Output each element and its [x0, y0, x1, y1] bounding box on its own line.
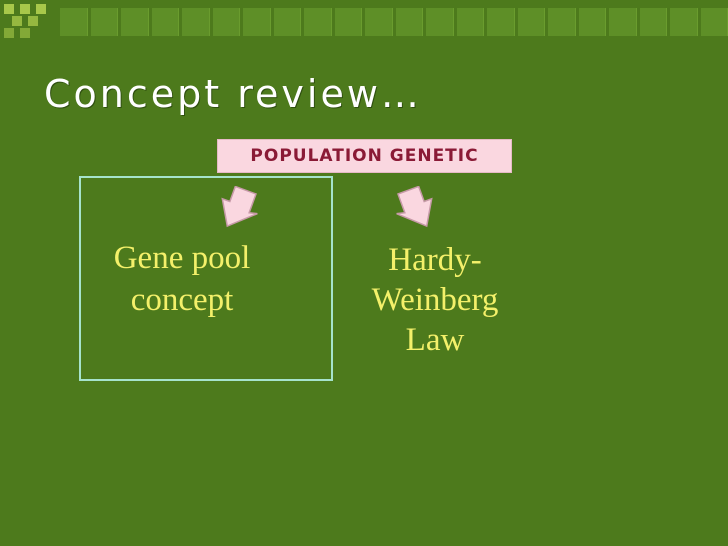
hardy-weinberg-line-1: Hardy-	[388, 242, 482, 278]
corner-decoration	[0, 0, 58, 44]
slide-title: Concept review…	[44, 72, 422, 116]
hardy-weinberg-line-3: Law	[405, 322, 465, 358]
arrow-down-right-icon	[396, 186, 433, 228]
header-strip	[60, 8, 728, 36]
gene-pool-box	[79, 176, 333, 381]
hardy-weinberg-line-2: Weinberg	[371, 282, 499, 318]
gene-pool-line-2: concept	[130, 282, 234, 318]
arrow-down-left-icon	[221, 186, 258, 228]
gene-pool-line-1: Gene pool	[113, 240, 251, 276]
gene-pool-concept-label: Gene pool concept	[88, 237, 276, 321]
population-genetic-banner: Population genetic	[217, 139, 512, 173]
hardy-weinberg-law-label: Hardy- Weinberg Law	[360, 240, 510, 360]
